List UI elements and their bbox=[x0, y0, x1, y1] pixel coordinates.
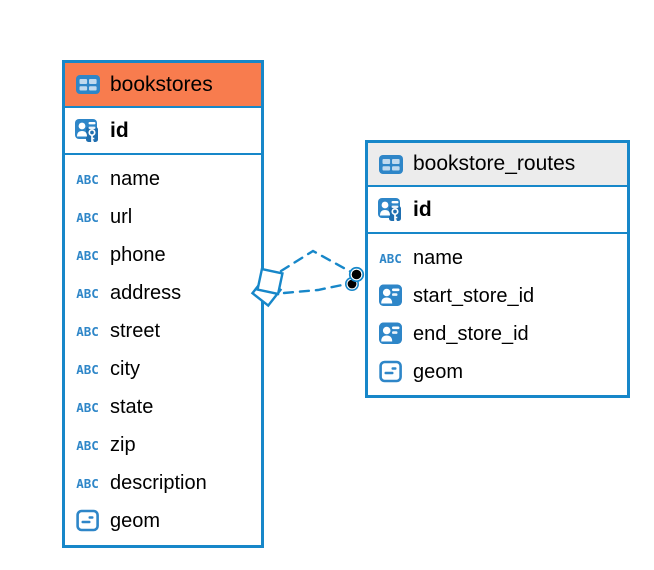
column-row-state[interactable]: ABC state bbox=[65, 388, 261, 426]
text-type-icon: ABC bbox=[76, 209, 99, 225]
table-bookstores[interactable]: bookstores id A bbox=[62, 60, 264, 548]
column-row-name[interactable]: ABC name bbox=[65, 160, 261, 198]
column-name: state bbox=[110, 395, 154, 418]
column-name: address bbox=[110, 281, 182, 304]
column-name: name bbox=[413, 246, 464, 269]
column-name: url bbox=[110, 205, 133, 228]
column-name: phone bbox=[110, 243, 166, 266]
column-list: ABC name start_store_id bbox=[368, 234, 627, 393]
primary-key-name: id bbox=[413, 197, 432, 221]
table-icon bbox=[74, 74, 101, 95]
column-row-description[interactable]: ABC description bbox=[65, 464, 261, 502]
column-row-name[interactable]: ABC name bbox=[368, 239, 627, 277]
relationship-line-upper[interactable] bbox=[279, 249, 353, 274]
column-name: city bbox=[110, 357, 140, 380]
column-name: start_store_id bbox=[413, 284, 535, 307]
table-bookstore-routes[interactable]: bookstore_routes id bbox=[365, 140, 630, 398]
table-icon bbox=[377, 154, 404, 175]
text-type-icon: ABC bbox=[76, 247, 99, 263]
reference-type-icon bbox=[377, 283, 404, 309]
column-name: geom bbox=[413, 360, 464, 383]
relationship-line-lower[interactable] bbox=[282, 282, 349, 295]
table-bookstore-routes-header[interactable]: bookstore_routes bbox=[368, 143, 627, 187]
geometry-type-icon bbox=[74, 509, 101, 533]
primary-key-icon bbox=[377, 196, 404, 224]
column-row-id[interactable]: id bbox=[368, 187, 627, 234]
column-row-city[interactable]: ABC city bbox=[65, 350, 261, 388]
reference-type-icon bbox=[377, 321, 404, 347]
column-row-id[interactable]: id bbox=[65, 108, 261, 155]
column-row-start-store-id[interactable]: start_store_id bbox=[368, 277, 627, 315]
relationship-dot-end[interactable] bbox=[345, 266, 365, 291]
text-type-icon: ABC bbox=[76, 171, 99, 187]
text-type-icon: ABC bbox=[76, 361, 99, 377]
text-type-icon: ABC bbox=[76, 323, 99, 339]
column-name: street bbox=[110, 319, 161, 342]
column-row-street[interactable]: ABC street bbox=[65, 312, 261, 350]
primary-key-name: id bbox=[110, 118, 129, 142]
column-row-zip[interactable]: ABC zip bbox=[65, 426, 261, 464]
column-name: name bbox=[110, 167, 161, 190]
column-row-address[interactable]: ABC address bbox=[65, 274, 261, 312]
column-name: end_store_id bbox=[413, 322, 529, 345]
text-type-icon: ABC bbox=[379, 250, 402, 266]
column-name: zip bbox=[110, 433, 136, 456]
column-row-geom[interactable]: geom bbox=[65, 502, 261, 540]
text-type-icon: ABC bbox=[76, 399, 99, 415]
column-row-url[interactable]: ABC url bbox=[65, 198, 261, 236]
column-name: geom bbox=[110, 509, 161, 532]
table-title: bookstore_routes bbox=[413, 152, 576, 175]
table-bookstores-header[interactable]: bookstores bbox=[65, 63, 261, 108]
table-title: bookstores bbox=[110, 72, 213, 96]
column-row-end-store-id[interactable]: end_store_id bbox=[368, 315, 627, 353]
column-name: description bbox=[110, 471, 207, 494]
geometry-type-icon bbox=[377, 360, 404, 384]
primary-key-icon bbox=[74, 117, 101, 145]
column-row-geom[interactable]: geom bbox=[368, 353, 627, 391]
text-type-icon: ABC bbox=[76, 285, 99, 301]
column-row-phone[interactable]: ABC phone bbox=[65, 236, 261, 274]
text-type-icon: ABC bbox=[76, 475, 99, 491]
column-list: ABC name ABC url ABC phone ABC address A… bbox=[65, 155, 261, 542]
text-type-icon: ABC bbox=[76, 437, 99, 453]
